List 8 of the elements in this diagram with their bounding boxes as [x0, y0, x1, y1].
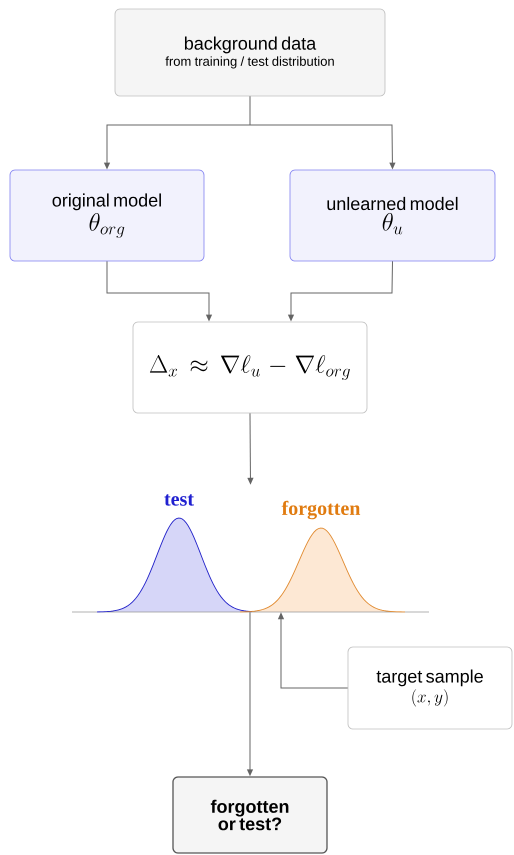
question-box: forgotten or test? — [172, 776, 328, 854]
data-box: background data from training / test distribution — [114, 8, 386, 96]
distribution-plot-drawing — [72, 518, 430, 612]
model-box: original model $\theta_{org}$ — [10, 170, 204, 262]
formula-box: $\Delta_x \approx \nabla\ell_u - \nabla\ell_{org}$ — [132, 322, 368, 414]
model-box: unlearned model $\theta_u$ — [290, 170, 496, 262]
curve-label: forgotten — [282, 500, 360, 520]
sample-box: target sample $(x, y)$ — [348, 646, 512, 730]
